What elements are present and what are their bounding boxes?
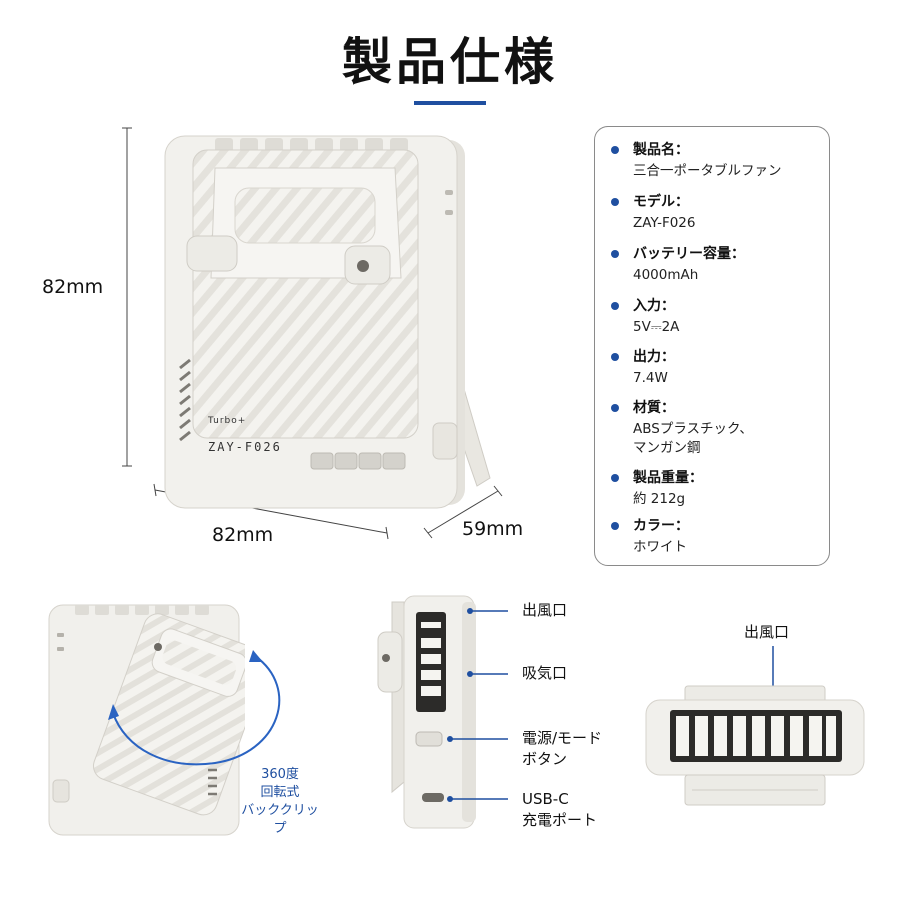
spec-item-name: 製品名： 三合一ポータブルファン: [611, 141, 821, 181]
title-underline: [414, 101, 486, 105]
spec-item-model: モデル： ZAY-F026: [611, 193, 821, 233]
rotation-arrow-icon: [108, 650, 281, 766]
fan-back-clip-image: [48, 604, 245, 836]
spec-item-output: 出力： 7.4W: [611, 348, 821, 388]
spec-item-battery: バッテリー容量： 4000mAh: [611, 245, 821, 285]
page-title: 製品仕様: [342, 33, 558, 91]
callout-power-button: 電源/モード ボタン: [522, 729, 603, 768]
callout-outlet: 出風口: [522, 601, 568, 619]
fan-main-image: [164, 135, 491, 509]
callout-intake: 吸気口: [522, 664, 568, 682]
depth-dimension: 59mm: [462, 518, 524, 540]
callout-usb-port: USB-C 充電ポート: [522, 790, 598, 829]
device-model-label: ZAY-F026: [208, 440, 282, 454]
fan-top-image: [645, 685, 865, 806]
spec-item-color: カラー： ホワイト: [611, 517, 821, 557]
device-brand-label: Turbo+: [208, 416, 247, 426]
width-dimension: 82mm: [212, 524, 274, 546]
spec-item-weight: 製品重量： 約 212g: [611, 469, 821, 509]
spec-item-input: 入力： 5V⎓2A: [611, 297, 821, 337]
spec-panel: 製品名： 三合一ポータブルファン モデル： ZAY-F026 バッテリー容量： …: [594, 126, 830, 566]
fan-side-image: [377, 595, 476, 829]
callout-top-outlet: 出風口: [744, 623, 790, 641]
spec-item-material: 材質： ABSプラスチック、 マンガン鋼: [611, 399, 821, 458]
height-dimension: 82mm: [42, 276, 104, 298]
rotating-clip-note: 360度 回転式 バッククリップ: [241, 767, 319, 836]
